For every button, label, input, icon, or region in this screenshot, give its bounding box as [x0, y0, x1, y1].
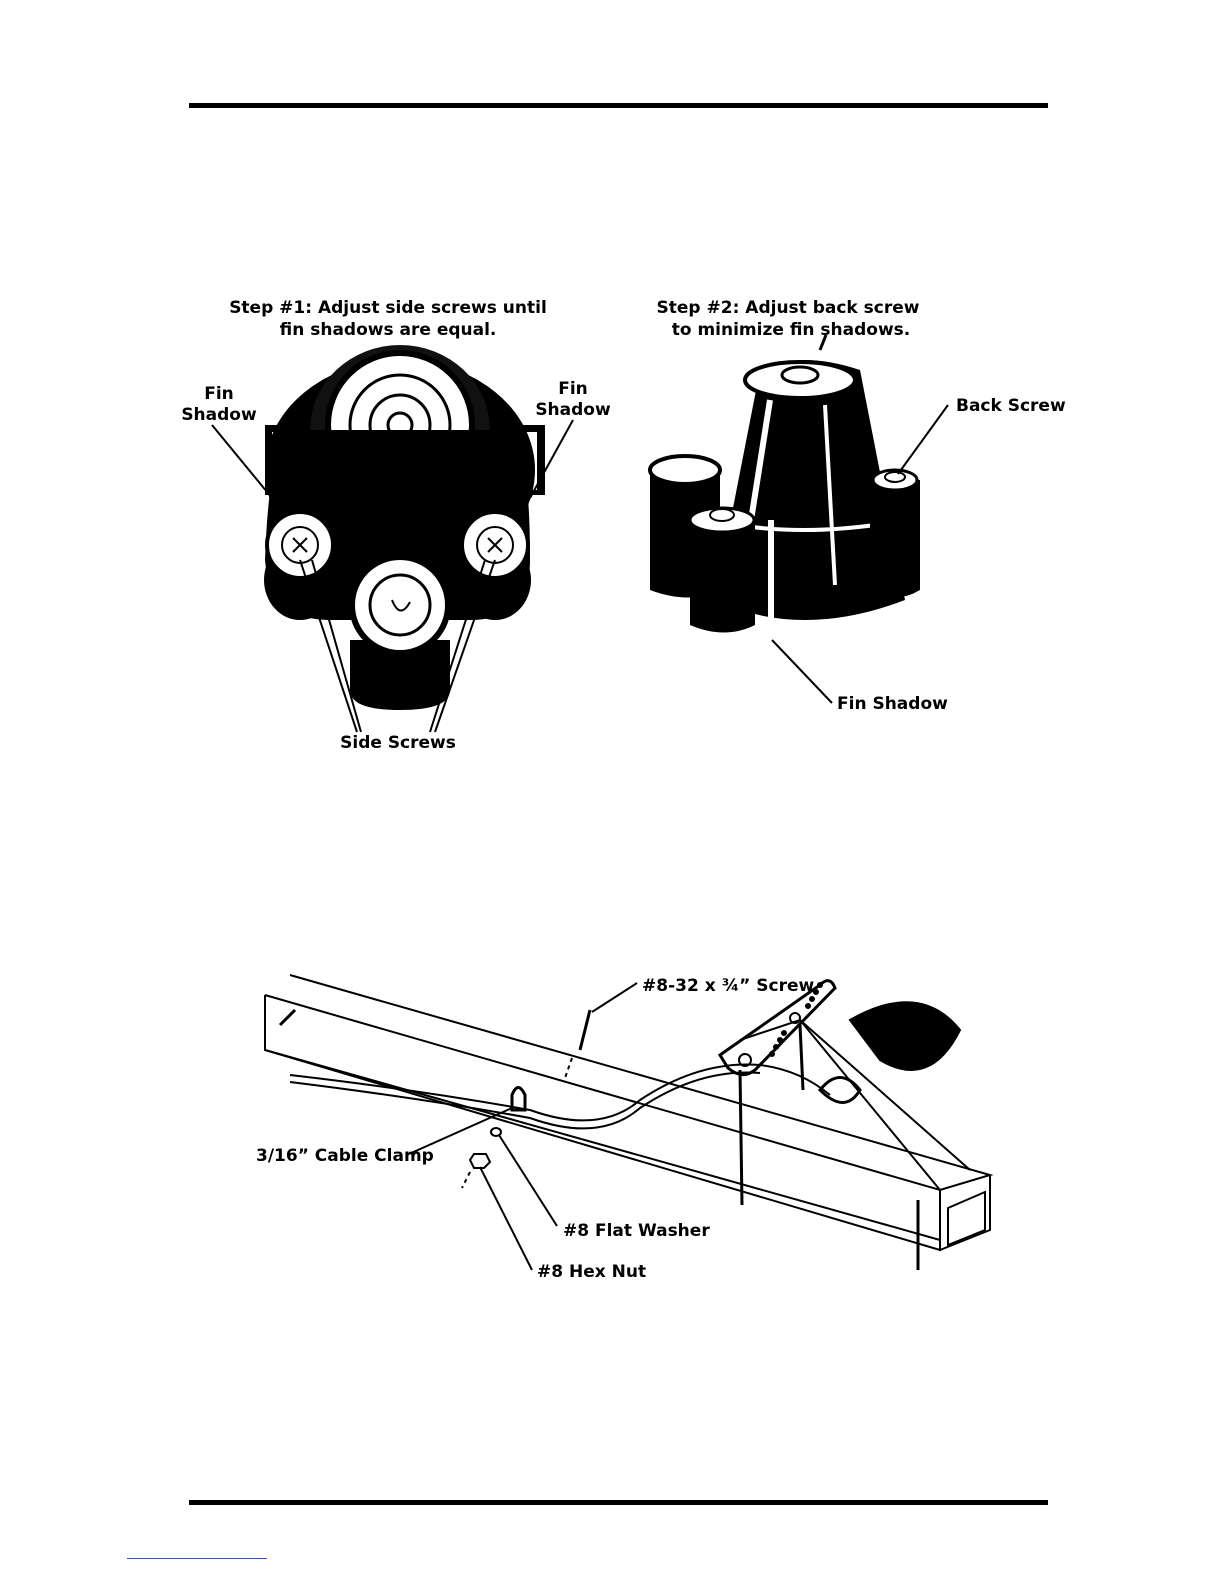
side-screws-label: Side Screws	[340, 733, 456, 753]
right-fin-shadow-label-line2: Shadow	[535, 400, 611, 420]
step1-caption-line2: fin shadows are equal.	[280, 320, 497, 340]
footer-link-underline[interactable]	[127, 1558, 267, 1559]
back-screw-label: Back Screw	[956, 396, 1066, 416]
cable-clamp-figure: #8-32 x ¾” Screw 3/16” Cable Clamp #8 Fl…	[0, 940, 1224, 1320]
step1-caption-line1: Step #1: Adjust side screws until	[229, 298, 547, 318]
left-fin-shadow-label-line1: Fin	[204, 384, 234, 404]
finder-side-view-illustration	[650, 335, 920, 633]
bottom-rule	[189, 1500, 1048, 1505]
fin-shadow-label: Fin Shadow	[837, 694, 948, 714]
flat-washer-label: #8 Flat Washer	[563, 1221, 710, 1241]
hex-nut-label: #8 Hex Nut	[537, 1262, 646, 1282]
cable-clamp-label: 3/16” Cable Clamp	[256, 1146, 434, 1166]
finder-front-view-illustration	[264, 345, 545, 710]
step2-caption-line1: Step #2: Adjust back screw	[657, 298, 920, 318]
left-fin-shadow-label-line2: Shadow	[181, 405, 257, 425]
right-fin-shadow-label-line1: Fin	[558, 379, 588, 399]
step2-caption-line2: to minimize fin shadows.	[672, 320, 911, 340]
finder-adjustment-figure: Step #1: Adjust side screws until fin sh…	[0, 0, 1224, 800]
screw-label: #8-32 x ¾” Screw	[642, 976, 815, 996]
